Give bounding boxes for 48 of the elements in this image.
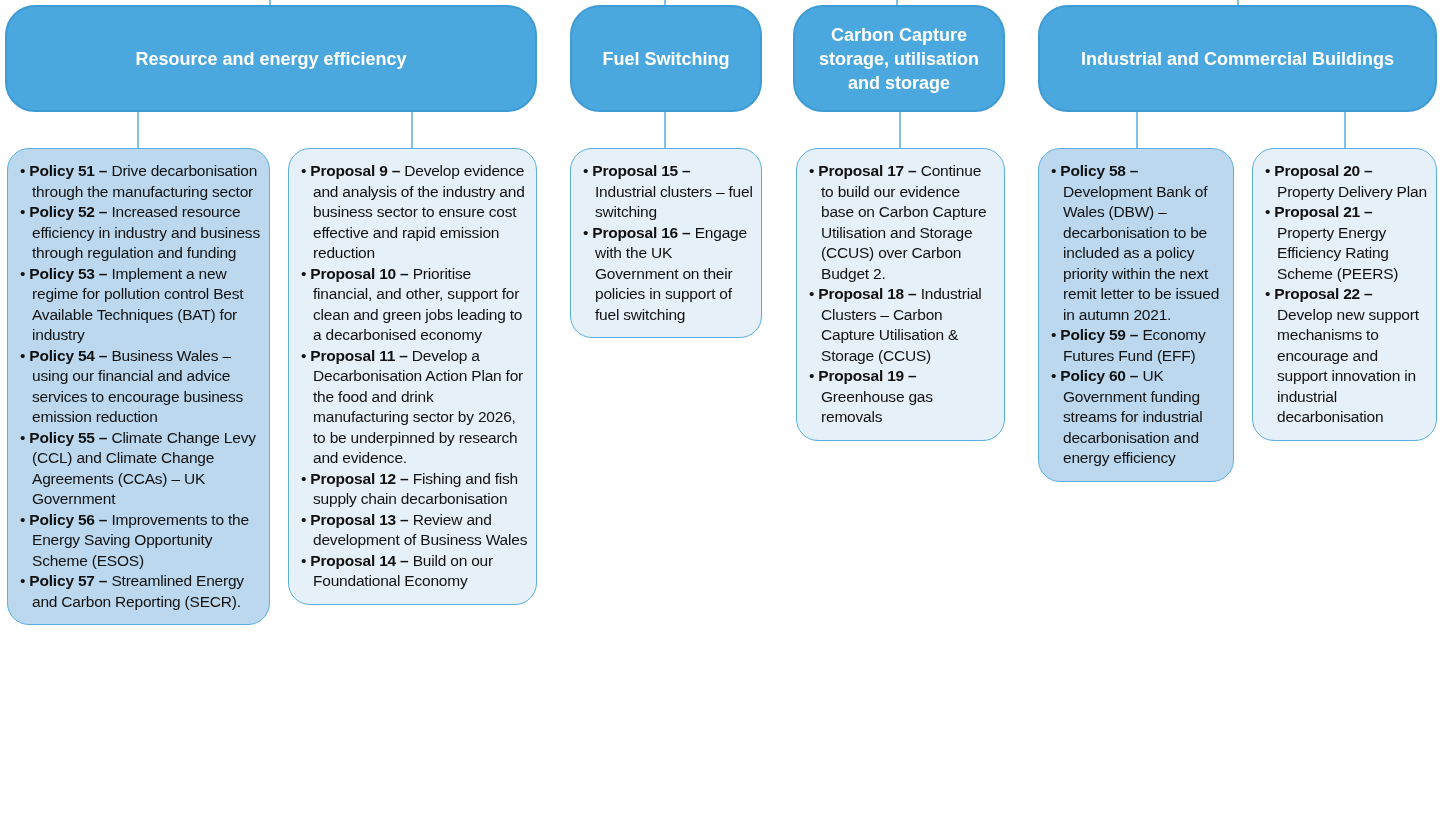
bullet-item: • Proposal 9 – Develop evidence and analysis of the industry and business sector to ensure cost effective and rapid emission reduction bbox=[300, 161, 526, 263]
connector-line bbox=[899, 111, 901, 149]
category-box bbox=[5, 5, 537, 112]
bullet-item: • Policy 58 – Development Bank of Wales (DBW) – decarbonisation to be included as a policy priority within the next remit letter to be issued in autumn 2021. bbox=[1050, 161, 1221, 325]
bullet-item: • Policy 52 – Increased resource efficiency in industry and business through regulation and funding bbox=[19, 202, 261, 263]
category-title: Industrial and Commercial Buildings bbox=[1080, 47, 1395, 71]
measures-box bbox=[570, 148, 762, 338]
connector-line bbox=[1136, 111, 1138, 149]
bullet-item: • Policy 51 – Drive decarbonisation through the manufacturing sector bbox=[19, 161, 259, 202]
connector-line bbox=[1237, 0, 1239, 6]
bullet-item: • Policy 59 – Economy Futures Fund (EFF) bbox=[1050, 325, 1207, 366]
bullet-item: • Proposal 17 – Continue to build our evidence base on Carbon Capture Utilisation and Storage (CCUS) over Carbon Budget 2. bbox=[808, 161, 988, 284]
bullet-item: • Policy 56 – Improvements to the Energy Saving Opportunity Scheme (ESOS) bbox=[19, 509, 250, 571]
connector-line bbox=[664, 111, 666, 149]
bullet-item: • Proposal 20 – Property Delivery Plan bbox=[1264, 161, 1428, 202]
connector-line bbox=[137, 111, 139, 149]
measures-box bbox=[7, 148, 270, 625]
category-box bbox=[570, 5, 762, 112]
category-title: Resource and energy efficiency bbox=[135, 47, 407, 71]
bullet-item: • Policy 55 – Climate Change Levy (CCL) and Climate Change Agreements (CCAs) – UK Government bbox=[19, 427, 257, 509]
measures-box bbox=[288, 148, 537, 605]
bullet-item: • Proposal 19 – Greenhouse gas removals bbox=[808, 366, 934, 427]
connector-line bbox=[269, 0, 271, 6]
measures-box bbox=[1252, 148, 1437, 441]
bullet-item: • Proposal 18 – Industrial Clusters – Carbon Capture Utilisation & Storage (CCUS) bbox=[808, 284, 983, 366]
bullet-item: • Proposal 22 – Develop new support mechanisms to encourage and support innovation in industrial decarbonisation bbox=[1264, 284, 1420, 427]
bullet-item: • Proposal 16 – Engage with the UK Government on their policies in support of fuel switching bbox=[582, 222, 748, 325]
measures-box bbox=[796, 148, 1005, 441]
category-title: Fuel Switching bbox=[602, 47, 730, 71]
bullet-item: • Proposal 15 – Industrial clusters – fuel switching bbox=[582, 161, 753, 222]
bullet-item: • Proposal 11 – Develop a Decarbonisation Action Plan for the food and drink manufacturing sector by 2026, to be underpinned by research and evidence. bbox=[300, 345, 525, 468]
bullet-item: • Proposal 13 – Review and development of Business Wales bbox=[300, 509, 528, 550]
bullet-item: • Proposal 12 – Fishing and fish supply chain decarbonisation bbox=[300, 468, 519, 509]
bullet-item: • Policy 57 – Streamlined Energy and Carbon Reporting (SECR). bbox=[19, 571, 245, 612]
connector-line bbox=[1344, 111, 1346, 149]
category-box bbox=[1038, 5, 1437, 112]
category-box bbox=[793, 5, 1005, 112]
bullet-item: • Policy 54 – Business Wales – using our financial and advice services to encourage business emission reduction bbox=[19, 345, 245, 427]
measures-box bbox=[1038, 148, 1234, 482]
category-title: Carbon Capture storage, utilisation and storage bbox=[818, 23, 980, 95]
bullet-item: • Policy 60 – UK Government funding streams for industrial decarbonisation and energy efficiency bbox=[1050, 366, 1204, 468]
connector-line bbox=[896, 0, 898, 6]
connector-line bbox=[411, 111, 413, 149]
bullet-item: • Proposal 14 – Build on our Foundational Economy bbox=[300, 550, 494, 591]
bullet-item: • Proposal 10 – Prioritise financial, and other, support for clean and green jobs leading to a decarbonised economy bbox=[300, 263, 524, 345]
bullet-item: • Policy 53 – Implement a new regime for pollution control Best Available Techniques (BAT) for industry bbox=[19, 263, 245, 345]
connector-line bbox=[664, 0, 666, 6]
bullet-item: • Proposal 21 – Property Energy Efficiency Rating Scheme (PEERS) bbox=[1264, 202, 1400, 284]
